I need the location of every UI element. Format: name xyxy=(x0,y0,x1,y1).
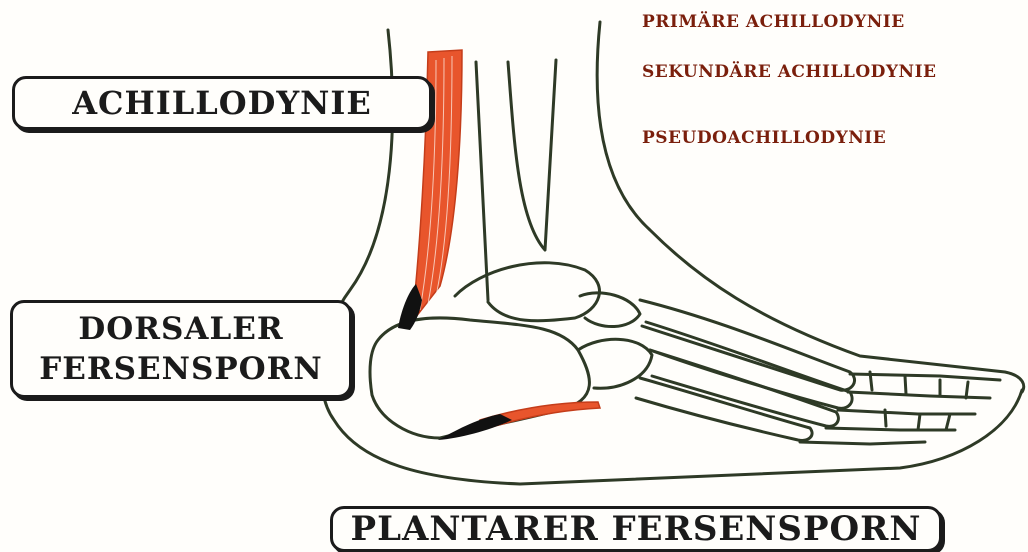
tibia-bone xyxy=(508,60,556,250)
toe-joints xyxy=(870,372,968,430)
type-primaere-achillodynie: PRIMÄRE ACHILLODYNIE xyxy=(642,12,905,32)
dorsaler-fersensporn-label: DORSALER FERSENSPORN xyxy=(10,300,352,398)
plantar-heel-spur xyxy=(438,414,512,440)
plantarer-fersensporn-label: PLANTARER FERSENSPORN xyxy=(330,506,942,552)
fibula-bone xyxy=(476,62,488,300)
dorsaler-line2: FERSENSPORN xyxy=(39,349,323,389)
dorsal-heel-spur xyxy=(398,284,422,330)
type-sekundaere-achillodynie: SEKUNDÄRE ACHILLODYNIE xyxy=(642,62,936,82)
dorsaler-line1: DORSALER xyxy=(78,309,283,349)
plantarer-text: PLANTARER FERSENSPORN xyxy=(351,509,922,549)
achillodynie-text: ACHILLODYNIE xyxy=(72,84,372,122)
type-pseudoachillodynie: PSEUDOACHILLODYNIE xyxy=(642,128,886,148)
metatarsal-1 xyxy=(640,300,855,390)
metatarsal-4 xyxy=(636,378,812,440)
talus-bone xyxy=(455,263,599,321)
achillodynie-label: ACHILLODYNIE xyxy=(12,76,432,130)
